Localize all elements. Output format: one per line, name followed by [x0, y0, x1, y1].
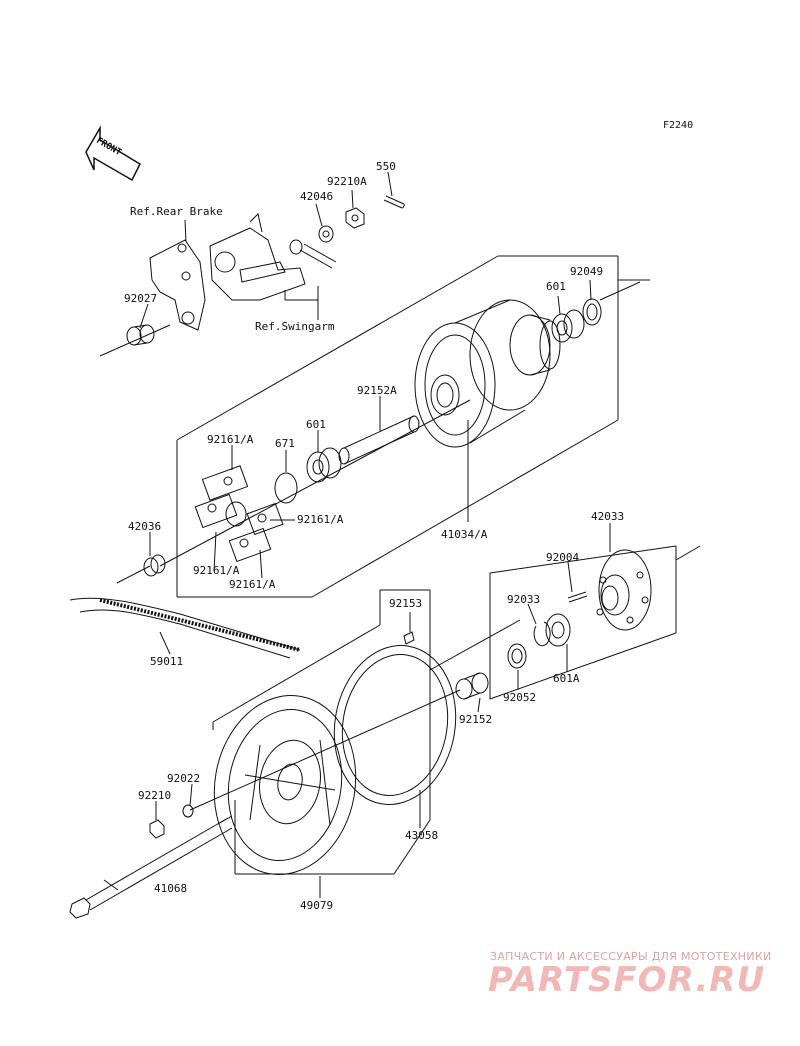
part-label-92033: 92033 [507, 593, 541, 606]
part-label-601-mid: 601 [306, 418, 326, 431]
part-label-92152A: 92152A [357, 384, 397, 397]
drive-belt-59011 [69, 597, 301, 659]
part-label-42036: 42036 [128, 520, 162, 533]
part-label-92049: 92049 [570, 265, 604, 278]
damper-rubbers [194, 465, 284, 563]
rear-brake-bracket [149, 213, 306, 331]
washer-92022 [182, 804, 194, 818]
part-label-43058: 43058 [405, 829, 439, 842]
part-label-92161A-2: 92161/A [297, 513, 344, 526]
part-label-92210: 92210 [138, 789, 172, 802]
part-label-92161A-1: 92161/A [207, 433, 254, 446]
part-label-42046: 42046 [300, 190, 334, 203]
bolt-92153 [403, 631, 415, 645]
washer-42046 [318, 225, 334, 243]
part-label-671: 671 [275, 437, 295, 450]
seal-92049 [582, 298, 602, 326]
ref-swingarm-label: Ref.Swingarm [255, 320, 335, 333]
part-label-92052: 92052 [503, 691, 537, 704]
watermark-tagline: ЗАПЧАСТИ И АКСЕССУАРЫ ДЛЯ МОТОТЕХНИКИ [490, 950, 772, 963]
sprocket-42033 [596, 549, 652, 631]
part-label-92161A-3: 92161/A [193, 564, 240, 577]
spacer-92152A [338, 415, 420, 465]
part-label-92152: 92152 [459, 713, 493, 726]
ref-rear-brake-label: Ref.Rear Brake [130, 205, 223, 218]
part-label-92004: 92004 [546, 551, 580, 564]
leader-lines [103, 171, 611, 898]
collar-42036 [143, 554, 166, 577]
part-label-41068: 41068 [154, 882, 188, 895]
brake-disc-43058 [333, 645, 457, 805]
stud-92004 [567, 591, 588, 603]
bearing-601-top [551, 309, 585, 343]
part-label-49079: 49079 [300, 899, 334, 912]
figure-code: F2240 [663, 120, 694, 131]
axle-41068 [69, 815, 233, 919]
part-label-92153: 92153 [389, 597, 423, 610]
part-label-41034A: 41034/A [441, 528, 488, 541]
o-ring-671 [274, 472, 298, 504]
circlip-92033 [533, 621, 551, 647]
nut-92210 [149, 819, 165, 839]
hub-group-outline [116, 255, 650, 598]
part-label-42033: 42033 [591, 510, 625, 523]
part-label-92022: 92022 [167, 772, 201, 785]
part-label-59011: 59011 [150, 655, 184, 668]
part-label-601A: 601A [553, 672, 580, 685]
rear-hub [414, 299, 561, 448]
part-label-92210A: 92210A [327, 175, 367, 188]
sprocket-group-outline [489, 545, 701, 700]
seal-92052 [507, 643, 527, 669]
bearing-601-mid [306, 447, 342, 483]
wheel-group-outline [212, 589, 431, 875]
cotter-pin-550 [383, 195, 405, 209]
part-label-92027: 92027 [124, 292, 158, 305]
nut-92210A [345, 207, 365, 229]
part-label-601-top: 601 [546, 280, 566, 293]
bearing-601A [545, 613, 571, 647]
front-arrow-icon [85, 125, 141, 182]
part-label-550: 550 [376, 160, 396, 173]
wheel-49079 [213, 695, 357, 875]
swingarm-bolt [289, 239, 337, 269]
collar-92152 [455, 672, 489, 700]
part-label-92161A-4: 92161/A [229, 578, 276, 591]
watermark-logo: PARTSFOR.RU [488, 960, 766, 1000]
